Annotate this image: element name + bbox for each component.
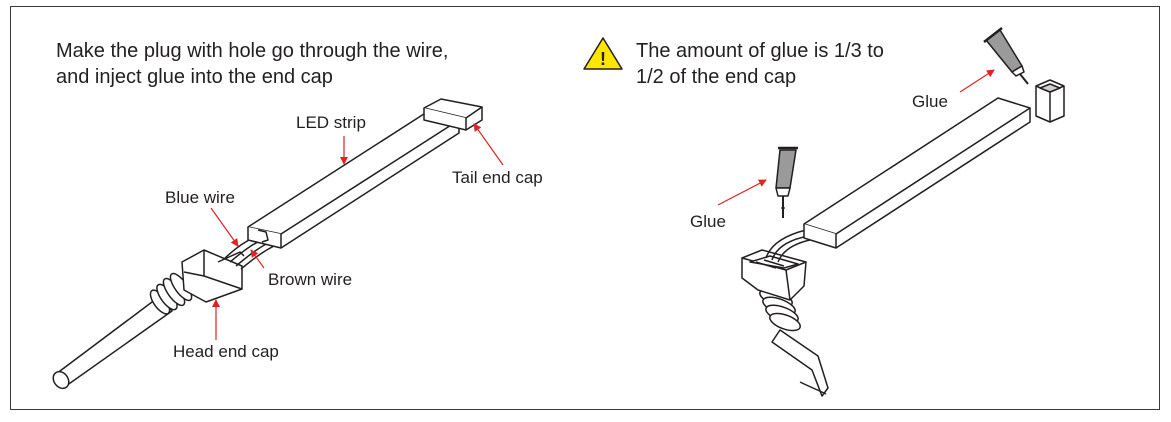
glue-tube-left: [775, 146, 798, 218]
warning-symbol: !: [600, 49, 606, 69]
tail-end-cap: [423, 98, 483, 131]
right-tail-end-cap: [1035, 79, 1065, 123]
left-assembly-illustration: [52, 98, 483, 390]
cable: [55, 295, 173, 387]
label-glue-left: Glue: [690, 212, 726, 231]
arrow-tail-end-cap: [473, 123, 504, 166]
label-tail-end-cap: Tail end cap: [452, 168, 543, 187]
label-head-end-cap: Head end cap: [173, 342, 279, 361]
right-wires: [765, 229, 811, 263]
label-brown-wire: Brown wire: [268, 270, 352, 289]
warning-icon: !: [583, 37, 623, 70]
left-arrows: [210, 123, 504, 340]
right-led-strip: [803, 97, 1031, 249]
right-arrows: [717, 69, 995, 206]
arrow-blue-wire: [210, 207, 239, 247]
warning-line-1: The amount of glue is 1/3 to: [636, 40, 884, 62]
instruction-line-2: and inject glue into the end cap: [56, 66, 333, 88]
led-strip: [247, 111, 460, 249]
head-end-cap: [181, 249, 245, 303]
strain-relief-coil: [149, 272, 193, 315]
instruction-line-1: Make the plug with hole go through the w…: [56, 40, 448, 62]
label-blue-wire: Blue wire: [165, 188, 235, 207]
right-head-end-cap: [741, 249, 807, 301]
arrow-glue-left: [717, 179, 767, 206]
diagram-frame: [10, 6, 1160, 410]
label-glue-top: Glue: [912, 92, 948, 111]
label-led-strip: LED strip: [296, 113, 366, 132]
glue-tube-top: [983, 27, 1029, 85]
arrow-glue-top: [959, 69, 995, 93]
cable-end: [52, 370, 70, 390]
warning-line-2: 1/2 of the end cap: [636, 66, 796, 88]
right-assembly-illustration: [741, 27, 1065, 397]
right-cable: [771, 329, 829, 397]
arrow-brown-wire: [250, 249, 265, 269]
